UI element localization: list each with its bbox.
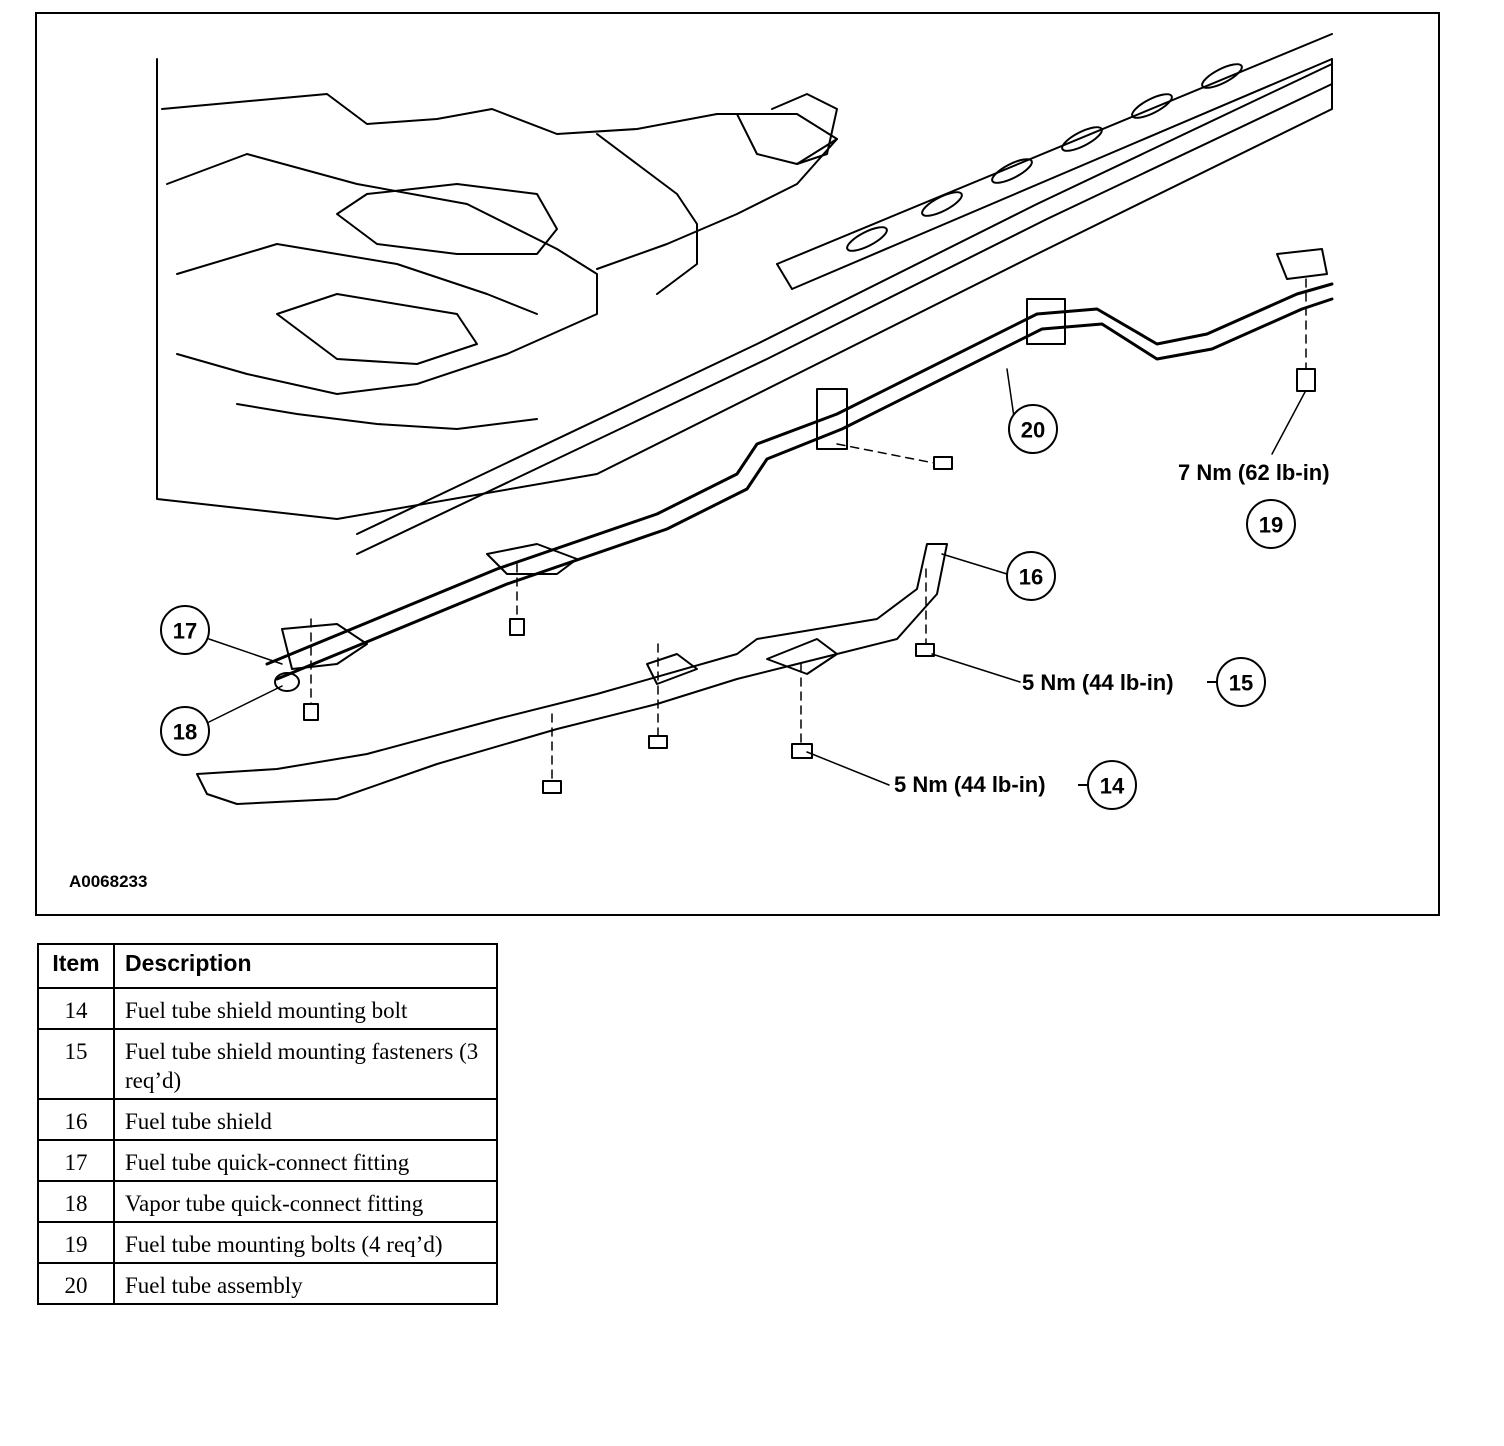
header-description: Description [113, 943, 498, 989]
floor-pan [161, 93, 838, 270]
bolt [1296, 368, 1316, 392]
bolt [509, 618, 525, 636]
callout-number: 16 [1019, 565, 1043, 590]
bolt [933, 456, 953, 470]
leader-line [931, 653, 1021, 683]
callout-circle-20 [1008, 404, 1058, 454]
quick-connect-fitting [281, 623, 368, 670]
item-number: 18 [37, 1180, 115, 1223]
table-row: 20 Fuel tube assembly [37, 1262, 498, 1305]
item-description: Fuel tube shield mounting fasteners (3 r… [113, 1028, 498, 1100]
table-row: 18 Vapor tube quick-connect fitting [37, 1180, 498, 1223]
table-row: 17 Fuel tube quick-connect fitting [37, 1139, 498, 1182]
item-number: 19 [37, 1221, 115, 1264]
legend-header-row: Item Description [37, 943, 498, 989]
fuel-tube-shield [196, 543, 948, 805]
vapor-fitting [274, 672, 300, 692]
leader-line [806, 751, 890, 786]
table-row: 14 Fuel tube shield mounting bolt [37, 987, 498, 1030]
figure-id: A0068233 [69, 872, 148, 891]
underbody-outline [156, 58, 1333, 520]
item-description: Fuel tube assembly [113, 1262, 498, 1305]
fuel-tube-assembly [265, 282, 1334, 666]
item-description: Fuel tube shield [113, 1098, 498, 1141]
callout-circle-17 [160, 605, 210, 655]
item-number: 14 [37, 987, 115, 1030]
callout-number: 20 [1021, 418, 1045, 443]
tube-clip [1026, 298, 1066, 345]
leader-line [1271, 391, 1306, 455]
leader-line [941, 553, 1008, 575]
table-row: 19 Fuel tube mounting bolts (4 req’d) [37, 1221, 498, 1264]
torque-spec: 5 Nm (44 lb-in) [894, 772, 1046, 797]
callout-number: 19 [1259, 513, 1283, 538]
tube-clip [816, 388, 848, 450]
table-row: 15 Fuel tube shield mounting fasteners (… [37, 1028, 498, 1100]
item-description: Fuel tube mounting bolts (4 req’d) [113, 1221, 498, 1264]
fastener [542, 780, 562, 794]
frame-rail [356, 63, 1333, 535]
callout-number: 14 [1100, 774, 1125, 799]
item-number: 20 [37, 1262, 115, 1305]
tube-clip [486, 543, 578, 575]
table-row: 16 Fuel tube shield [37, 1098, 498, 1141]
item-description: Fuel tube quick-connect fitting [113, 1139, 498, 1182]
callout-number: 15 [1229, 671, 1253, 696]
diagram-art: 20 19 16 15 14 17 18 7 Nm (62 lb-in) 5 N… [156, 33, 1334, 810]
leader-line [208, 685, 283, 723]
item-number: 15 [37, 1028, 115, 1100]
leader-line [208, 638, 283, 665]
item-number: 17 [37, 1139, 115, 1182]
callout-circle-19 [1246, 499, 1296, 549]
item-description: Fuel tube shield mounting bolt [113, 987, 498, 1030]
bolt [303, 703, 319, 721]
callout-circle-18 [160, 706, 210, 756]
item-description: Vapor tube quick-connect fitting [113, 1180, 498, 1223]
bolt [791, 743, 813, 759]
item-number: 16 [37, 1098, 115, 1141]
header-item: Item [37, 943, 115, 989]
exploded-diagram: 20 19 16 15 14 17 18 7 Nm (62 lb-in) 5 N… [35, 12, 1440, 916]
callout-circle-16 [1006, 551, 1056, 601]
fastener [648, 735, 668, 749]
torque-spec: 5 Nm (44 lb-in) [1022, 670, 1174, 695]
callout-number: 17 [173, 619, 197, 644]
fastener [915, 643, 935, 657]
callout-number: 18 [173, 720, 197, 745]
torque-spec: 7 Nm (62 lb-in) [1178, 460, 1330, 485]
legend-table: Item Description 14 Fuel tube shield mou… [37, 943, 498, 1305]
